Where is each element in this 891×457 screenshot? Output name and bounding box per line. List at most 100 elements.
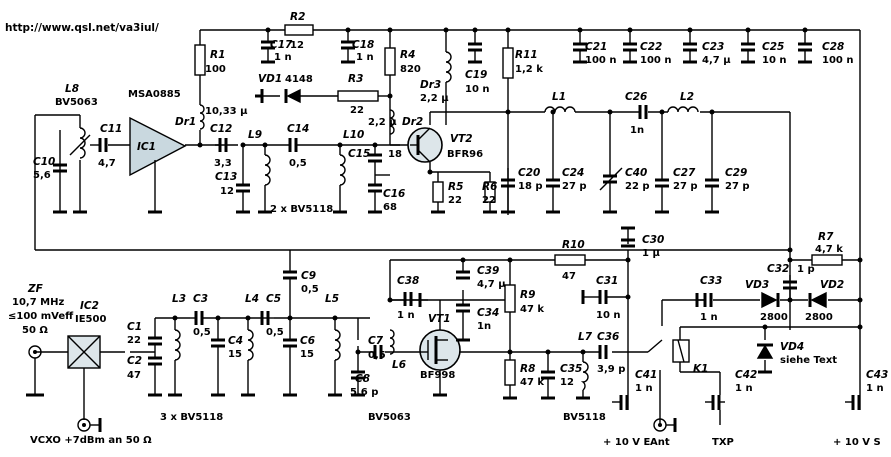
label-vt2-ref: VT2 [450, 133, 473, 145]
label-c1-val: 22 [127, 335, 141, 346]
label-c30-ref: C30 [642, 234, 664, 246]
label-c27-val: 27 p [673, 181, 698, 192]
label-l8-val: BV5063 [55, 97, 98, 108]
label-c9-val: 0,5 [301, 284, 319, 295]
source-url: http://www.qsl.net/va3iul/ [5, 22, 159, 34]
label-r7-val: 4,7 k [815, 244, 843, 255]
label-c43-val: 1 n [866, 383, 884, 394]
label-c20-ref: C20 [518, 167, 540, 179]
label-c29-val: 27 p [725, 181, 750, 192]
label-c39-val: 4,7 µ [477, 279, 506, 290]
label-l6-ref: L6 [392, 359, 406, 371]
zf-line1: ZF [27, 283, 44, 295]
label-c5-ref: C5 [266, 293, 281, 305]
label-c18-ref: C18 [352, 39, 374, 51]
label-ic2-ref: IC2 [80, 300, 99, 312]
label-c14-ref: C14 [287, 123, 309, 135]
label-r6-ref: R6 [482, 181, 497, 193]
resistor-r1 [194, 44, 206, 76]
label-c5-val: 0,5 [266, 327, 284, 338]
zf-line3: ≤100 mVeff [8, 311, 74, 322]
label-c2-val: 47 [127, 370, 141, 381]
zf-line4: 50 Ω [22, 325, 48, 336]
label-r6-val: 22 [482, 195, 496, 206]
label-c35-ref: C35 [560, 363, 582, 375]
ic2-box [67, 335, 101, 369]
label-c36-val: 3,9 p [597, 364, 625, 375]
label-c11-val: 4,7 [98, 158, 116, 169]
label-c28-ref: C28 [822, 41, 844, 53]
label-c31-ref: C31 [596, 275, 618, 287]
label-c21-ref: C21 [585, 41, 607, 53]
labels: R2 12 R1 100 C17 1 n C18 1 n R4 820 C19 … [8, 11, 888, 448]
label-c25-ref: C25 [762, 41, 784, 53]
resistor-r4 [384, 47, 396, 76]
label-c32-val: 1 p [797, 264, 815, 275]
label-dr1-val: 10,33 µ [205, 106, 248, 117]
label-c17-val: 1 n [274, 52, 292, 63]
label-l2-ref: L2 [680, 91, 694, 103]
label-c40-val: 22 p [625, 181, 650, 192]
label-c30-val: 1 µ [642, 248, 660, 259]
resistor-r3 [337, 90, 379, 102]
label-ic2-val: IE500 [75, 314, 106, 325]
label-c19-ref: C19 [465, 69, 487, 81]
label-c40-ref: C40 [625, 167, 647, 179]
label-c12-val: 3,3 [214, 158, 232, 169]
label-vd2-val: 2800 [805, 312, 833, 323]
label-l1-ref: L1 [552, 91, 566, 103]
label-c12-ref: C12 [210, 123, 232, 135]
label-c35-val: 12 [560, 377, 574, 388]
label-c26-val: 1n [630, 125, 644, 136]
label-c23-val: 4,7 µ [702, 55, 731, 66]
label-dr2-val: 2,2 µ [368, 117, 397, 128]
label-vd3-val: 2800 [760, 312, 788, 323]
label-c17-ref: C17 [270, 39, 293, 51]
label-c10-val: 5,6 [33, 170, 51, 181]
label-l8-ref: L8 [65, 83, 79, 95]
label-l5-ref: L5 [325, 293, 339, 305]
resistor-r9 [504, 284, 516, 313]
capacitor-plates-h [98, 105, 713, 359]
label-c15-ref: C15 [348, 148, 370, 160]
label-c15-val: 18 [388, 149, 402, 160]
label-l10-ref: L10 [343, 129, 364, 141]
label-r5-val: 22 [448, 195, 462, 206]
label-l9-ref: L9 [248, 129, 262, 141]
label-c16-ref: C16 [383, 188, 405, 200]
label-c33-val: 1 n [700, 312, 718, 323]
label-dr1-ref: Dr1 [175, 116, 196, 128]
label-c24-val: 27 p [562, 181, 587, 192]
label-c8-val: 5,6 p [350, 387, 378, 398]
label-l3-ref: L3 [172, 293, 186, 305]
label-c21-val: 100 n [585, 55, 616, 66]
label-c16-val: 68 [383, 202, 397, 213]
resistor-r8 [504, 359, 516, 386]
label-vt1-ref: VT1 [428, 313, 451, 325]
label-c13-ref: C13 [215, 171, 237, 183]
label-r5-ref: R5 [448, 181, 463, 193]
label-c43-ref: C43 [866, 369, 888, 381]
label-r4-val: 820 [400, 64, 421, 75]
label-r9-ref: R9 [520, 289, 535, 301]
label-dr2-ref: Dr2 [402, 116, 423, 128]
label-l4-ref: L4 [245, 293, 259, 305]
label-c38-ref: C38 [397, 275, 419, 287]
coax-connectors [28, 345, 677, 432]
label-c7-val: 0,5 [368, 350, 386, 361]
label-r3-ref: R3 [348, 73, 363, 85]
vcxo-label: VCXO +7dBm an 50 Ω [30, 435, 152, 446]
port-10v-s: + 10 V S [833, 437, 881, 448]
label-c39-ref: C39 [477, 265, 499, 277]
label-c41-ref: C41 [635, 369, 657, 381]
label-r11-val: 1,2 k [515, 64, 543, 75]
label-c27-ref: C27 [673, 167, 696, 179]
label-c42-val: 1 n [735, 383, 753, 394]
zf-line2: 10,7 MHz [12, 297, 64, 308]
note-bv5118-upper: 2 x BV5118 [270, 204, 333, 215]
label-vd3-ref: VD3 [745, 279, 769, 291]
note-bv5118-lower: 3 x BV5118 [160, 412, 223, 423]
resistor-r11 [502, 47, 514, 79]
label-c34-val: 1n [477, 321, 491, 332]
label-l6-val: BV5063 [368, 412, 411, 423]
